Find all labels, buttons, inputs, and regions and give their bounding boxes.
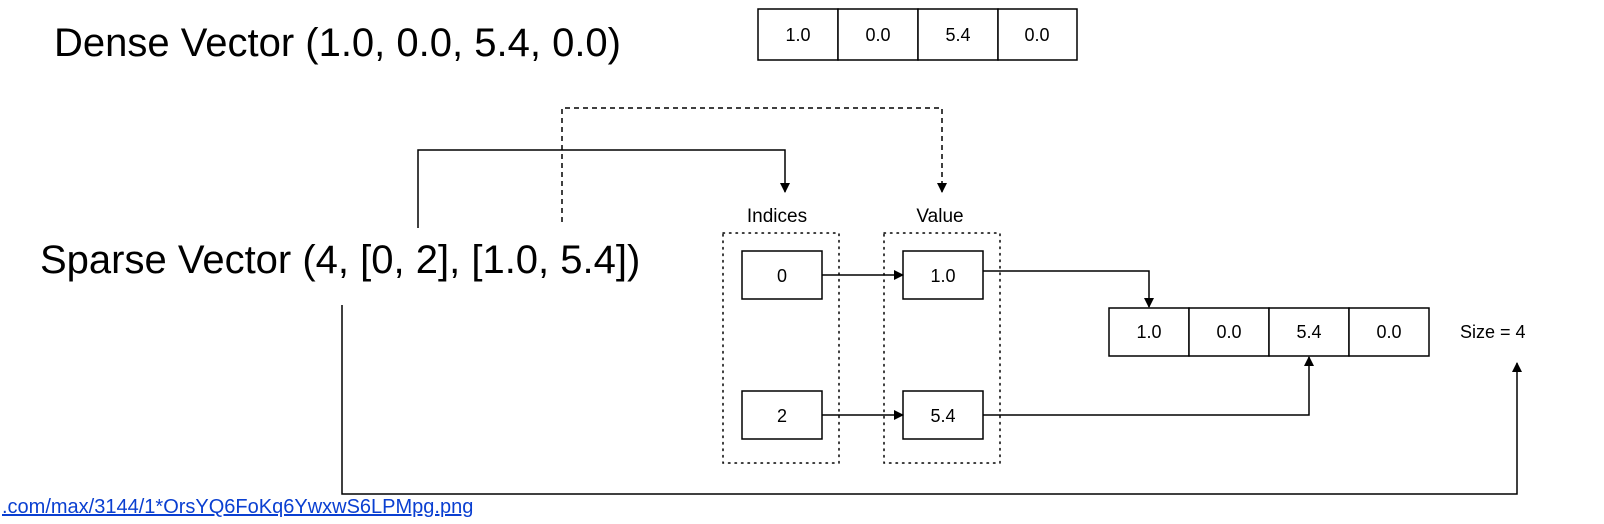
size-connector: [341, 305, 1522, 495]
indices-label: Indices: [747, 206, 807, 227]
result-cell-value: 5.4: [1296, 322, 1321, 342]
result-cell: [1348, 307, 1430, 357]
value-value: 5.4: [930, 406, 955, 426]
index-cell: [741, 390, 823, 440]
dense-cell: [837, 8, 919, 61]
dense-cell-value: 5.4: [945, 25, 970, 45]
result-cell-value: 0.0: [1216, 322, 1241, 342]
sparse-vector-title: Sparse Vector (4, [0, 2], [1.0, 5.4]): [40, 238, 640, 282]
dense-cell: [757, 8, 839, 61]
indices-connector: [417, 149, 790, 228]
size-label: Size = 4: [1460, 322, 1526, 342]
dense-cell-value: 1.0: [785, 25, 810, 45]
dense-vector-title: Dense Vector (1.0, 0.0, 5.4, 0.0): [54, 21, 621, 65]
dense-vector-array: 1.0 0.0 5.4 0.0: [757, 8, 1078, 61]
result-cell: [1268, 307, 1350, 357]
source-url-link[interactable]: .com/max/3144/1*OrsYQ6FoKq6YwxwS6LPMpg.p…: [2, 496, 473, 518]
result-cell-value: 0.0: [1376, 322, 1401, 342]
result-cell-value: 1.0: [1136, 322, 1161, 342]
index-value: 2: [777, 406, 787, 426]
value-to-result-arrow: [983, 270, 1154, 308]
value-to-result-arrow: [983, 356, 1314, 416]
index-cell: [741, 250, 823, 300]
values-connector: [561, 107, 947, 222]
dense-cell: [917, 8, 999, 61]
result-vector-array: 1.0 0.0 5.4 0.0: [1108, 307, 1430, 357]
result-cell: [1108, 307, 1190, 357]
value-label: Value: [916, 206, 963, 227]
dense-cell-value: 0.0: [865, 25, 890, 45]
indices-group: [722, 232, 840, 464]
dense-cell: [997, 8, 1078, 61]
index-value: 0: [777, 266, 787, 286]
value-value: 1.0: [930, 266, 955, 286]
values-group: [883, 232, 1001, 464]
dense-cell-value: 0.0: [1024, 25, 1049, 45]
